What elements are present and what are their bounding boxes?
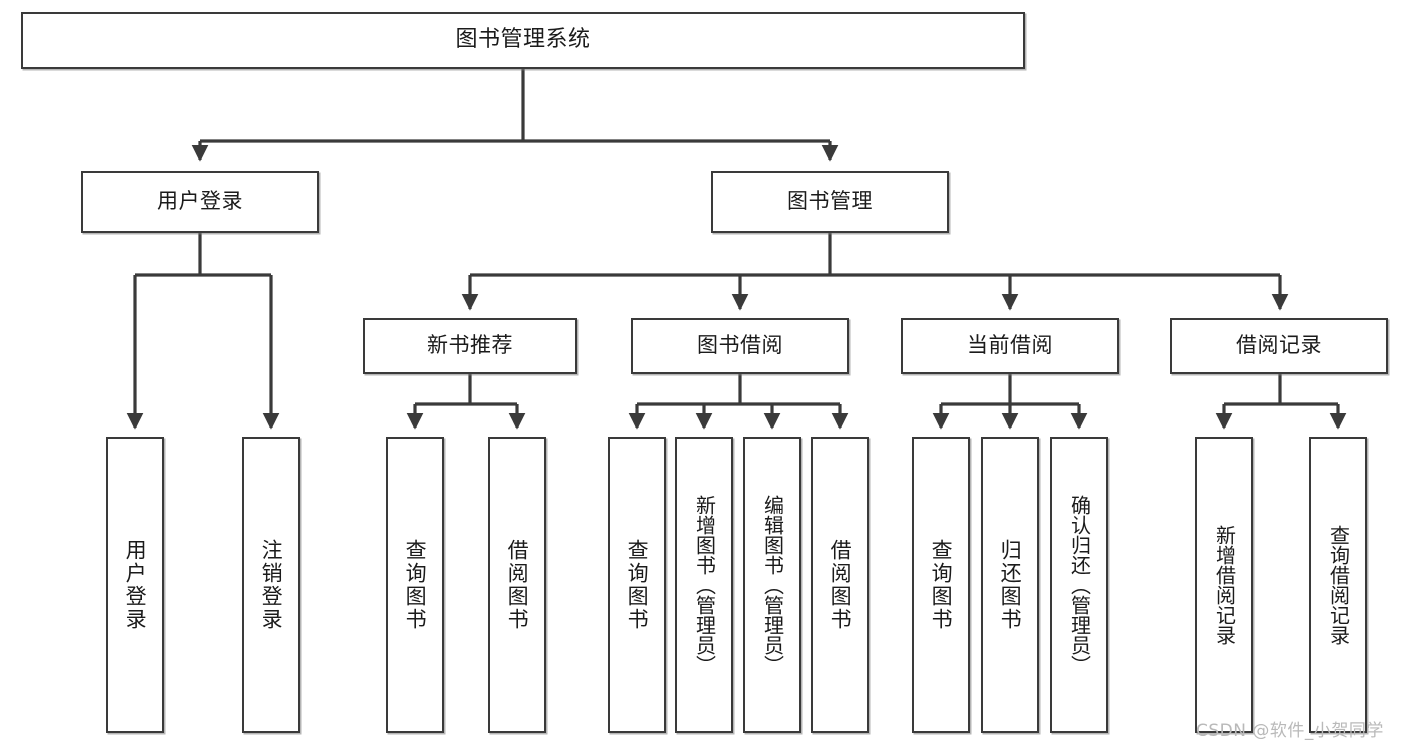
leaf-query-borrow-record[interactable]: 查询借阅记录 xyxy=(1309,437,1367,733)
leaf-borrow-book-recommend[interactable]: 借阅图书 xyxy=(488,437,546,733)
leaf-add-book-admin[interactable]: 新增图书（管理员） xyxy=(675,437,733,733)
node-new-book-recommend[interactable]: 新书推荐 xyxy=(363,318,577,374)
leaf-add-borrow-record[interactable]: 新增借阅记录 xyxy=(1195,437,1253,733)
leaf-query-book-borrow[interactable]: 查询图书 xyxy=(608,437,666,733)
leaf-edit-book-admin[interactable]: 编辑图书（管理员） xyxy=(743,437,801,733)
leaf-query-book-current[interactable]: 查询图书 xyxy=(912,437,970,733)
node-book-management[interactable]: 图书管理 xyxy=(711,171,949,233)
leaf-borrow-book-borrow[interactable]: 借阅图书 xyxy=(811,437,869,733)
node-current-borrow[interactable]: 当前借阅 xyxy=(901,318,1119,374)
leaf-return-book[interactable]: 归还图书 xyxy=(981,437,1039,733)
node-root-system[interactable]: 图书管理系统 xyxy=(21,12,1025,69)
node-user-login[interactable]: 用户登录 xyxy=(81,171,319,233)
leaf-user-login[interactable]: 用户登录 xyxy=(106,437,164,733)
leaf-logout-login[interactable]: 注销登录 xyxy=(242,437,300,733)
leaf-confirm-return-admin[interactable]: 确认归还（管理员） xyxy=(1050,437,1108,733)
csdn-watermark: CSDN @软件_小贺同学 xyxy=(1196,721,1384,741)
node-borrow-record[interactable]: 借阅记录 xyxy=(1170,318,1388,374)
leaf-query-book-recommend[interactable]: 查询图书 xyxy=(386,437,444,733)
node-book-borrow[interactable]: 图书借阅 xyxy=(631,318,849,374)
